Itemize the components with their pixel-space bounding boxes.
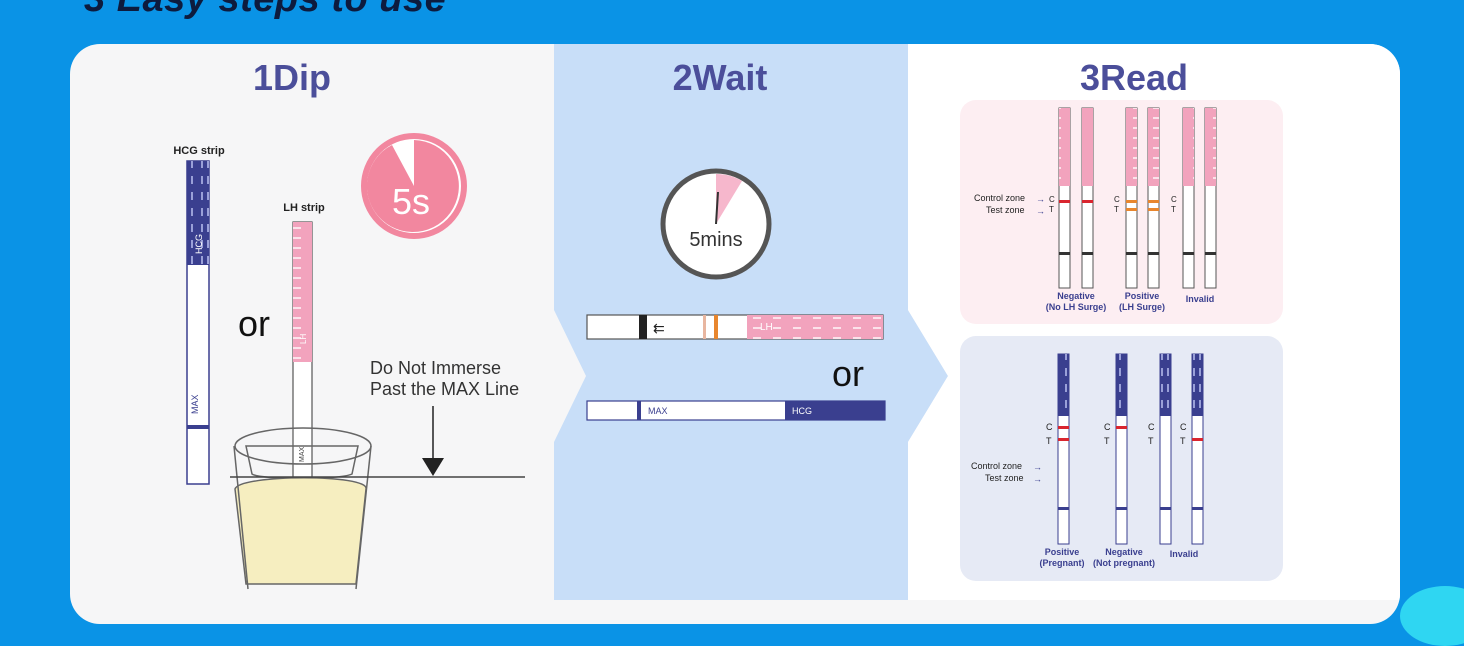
- hcg-t-label-2: T: [1104, 436, 1110, 446]
- lh-strip-positive-1: [1125, 107, 1138, 289]
- hcg-strip-horizontal: MAX HCG: [586, 400, 886, 421]
- lh-t-label-1: T: [1049, 205, 1054, 214]
- lh-strip-horizontal: ⇇ LH: [586, 314, 884, 340]
- lh-strip-label: LH strip: [283, 202, 325, 214]
- hcg-strip: MAX HCG: [186, 160, 210, 485]
- hcg-c-label-3: C: [1148, 422, 1155, 432]
- hcg-horizontal-max-label: MAX: [648, 406, 668, 416]
- hcg-result-positive-sub: (Pregnant): [1040, 558, 1085, 568]
- step-wait: 2Wait 5mins ⇇ LH or MAX HCG: [586, 57, 886, 421]
- lh-strip-invalid-2: [1204, 107, 1217, 289]
- hcg-t-label-4: T: [1180, 436, 1186, 446]
- hcg-result-negative: Negative: [1105, 547, 1143, 557]
- lh-strip-invalid-1: [1182, 107, 1195, 289]
- hcg-results-panel: Control zone → Test zone → C T C T: [960, 336, 1283, 581]
- lh-strip-positive-2: [1147, 107, 1160, 289]
- hcg-strip-negative: [1115, 353, 1128, 545]
- lh-result-negative-sub: (No LH Surge): [1046, 302, 1107, 312]
- lh-horizontal-text: LH: [760, 322, 773, 333]
- hcg-c-label-1: C: [1046, 422, 1053, 432]
- page-title: 3 Easy steps to use: [84, 0, 446, 21]
- lh-result-positive: Positive: [1125, 291, 1160, 301]
- dip-or-label: or: [238, 303, 270, 344]
- lh-result-positive-sub: (LH Surge): [1119, 302, 1165, 312]
- lh-horizontal-arrows: ⇇: [653, 320, 665, 336]
- hcg-result-negative-sub: (Not pregnant): [1093, 558, 1155, 568]
- lh-results-panel: Control zone → Test zone → C T: [960, 100, 1283, 324]
- lh-strip-negative-2: [1081, 107, 1094, 289]
- hcg-c-label-4: C: [1180, 422, 1187, 432]
- svg-text:→: →: [1033, 462, 1042, 472]
- hcg-t-label-1: T: [1046, 436, 1052, 446]
- svg-text:→: →: [1033, 474, 1042, 484]
- lh-result-negative: Negative: [1057, 291, 1095, 301]
- hcg-result-positive: Positive: [1045, 547, 1080, 557]
- lh-strip-text: LH: [299, 334, 308, 344]
- dip-timer: 5s: [361, 133, 467, 239]
- lh-control-zone-label: Control zone: [974, 193, 1025, 203]
- step-title-dip: 1Dip: [253, 57, 331, 98]
- lh-strip-negative-1: [1058, 107, 1071, 289]
- step-title-wait: 2Wait: [673, 57, 768, 98]
- wait-or-label: or: [832, 353, 864, 394]
- lh-test-zone-label: Test zone: [986, 205, 1025, 215]
- hcg-horizontal-text: HCG: [792, 406, 812, 416]
- lh-t-label-2: T: [1114, 205, 1119, 214]
- hcg-strip-positive: [1057, 353, 1070, 545]
- hcg-strip-max-label: MAX: [190, 394, 200, 414]
- instructions-card: 1Dip HCG strip MAX HCG or LH strip LH MA…: [70, 44, 1400, 624]
- hcg-control-zone-label: Control zone: [971, 461, 1022, 471]
- hcg-c-label-2: C: [1104, 422, 1111, 432]
- hcg-strip-invalid-1: [1159, 353, 1172, 545]
- hcg-strip-invalid-2: [1191, 353, 1204, 545]
- svg-text:→: →: [1036, 194, 1045, 204]
- hcg-result-invalid: Invalid: [1170, 549, 1199, 559]
- lh-result-invalid: Invalid: [1186, 294, 1215, 304]
- wait-timer: 5mins: [660, 168, 772, 280]
- lh-c-label-3: C: [1171, 195, 1177, 204]
- hcg-strip-label: HCG strip: [173, 145, 225, 157]
- hcg-test-zone-label: Test zone: [985, 473, 1024, 483]
- lh-strip: LH MAX: [292, 221, 313, 559]
- step-dip: 1Dip HCG strip MAX HCG or LH strip LH MA…: [173, 57, 525, 590]
- svg-text:→: →: [1036, 206, 1045, 216]
- hcg-t-label-3: T: [1148, 436, 1154, 446]
- lh-c-label-2: C: [1114, 195, 1120, 204]
- warning-line-1: Do Not Immerse: [370, 358, 501, 378]
- corner-bubble-decoration: [1400, 586, 1464, 646]
- steps-illustration: 1Dip HCG strip MAX HCG or LH strip LH MA…: [173, 44, 1400, 600]
- lh-t-label-3: T: [1171, 205, 1176, 214]
- dip-timer-label: 5s: [392, 181, 430, 222]
- urine-cup: [230, 427, 525, 590]
- lh-strip-max-label: MAX: [299, 447, 306, 463]
- wait-timer-label: 5mins: [689, 229, 742, 251]
- arrow-down-icon: [422, 406, 444, 476]
- step-read: 3Read Control zone → Test zone → C T: [960, 57, 1283, 581]
- lh-c-label-1: C: [1049, 195, 1055, 204]
- warning-line-2: Past the MAX Line: [370, 379, 519, 399]
- step-title-read: 3Read: [1080, 57, 1188, 98]
- hcg-strip-text: HCG: [194, 234, 204, 254]
